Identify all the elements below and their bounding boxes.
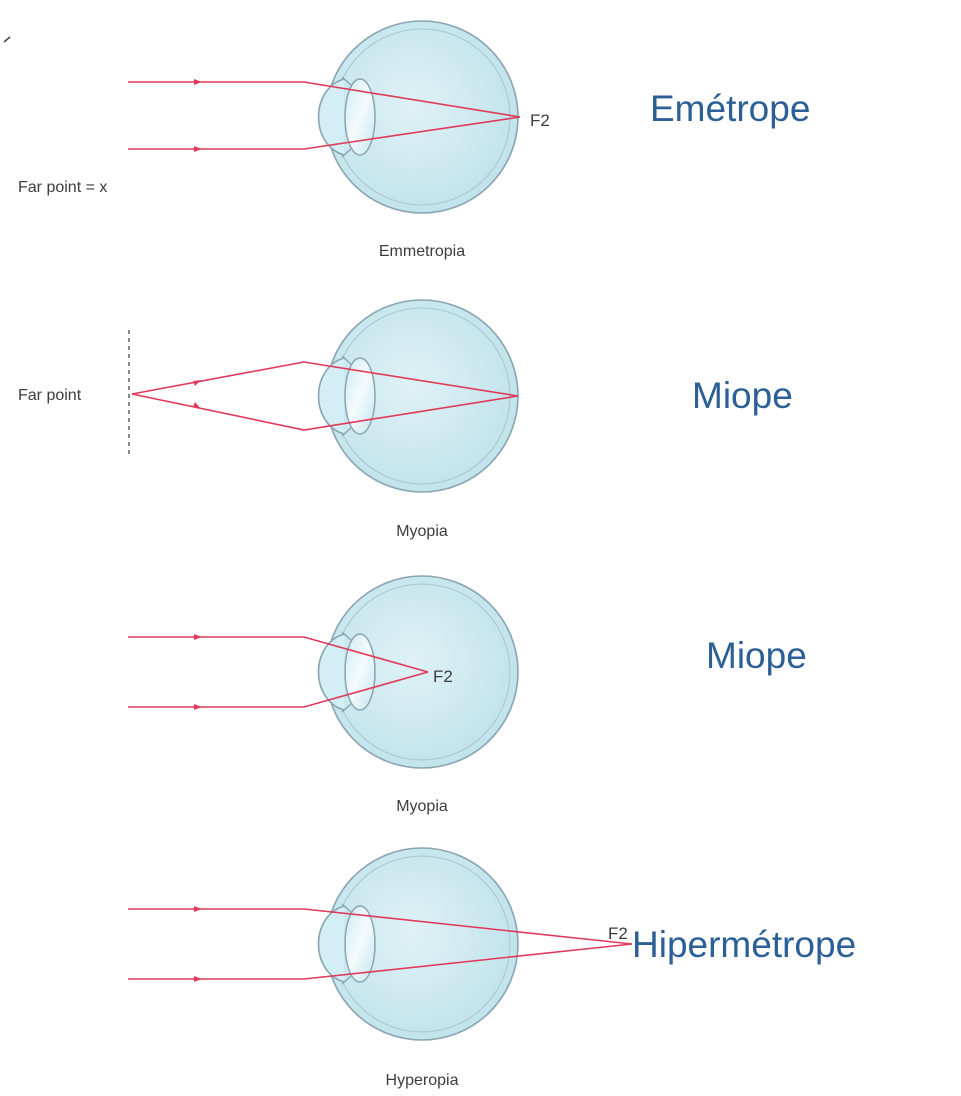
panel-hyperopia: F2 Hyperopia Hipermétrope: [128, 848, 856, 1089]
diagram-caption: Hyperopia: [386, 1072, 459, 1089]
far-point-label: Far point: [18, 387, 82, 404]
eyeball-icon: [319, 300, 519, 492]
focus-label-f2: F2: [433, 667, 453, 686]
diagram-caption: Emmetropia: [379, 243, 465, 260]
eyeball-icon: [319, 576, 519, 768]
diagram-label-miope: Miope: [706, 635, 807, 676]
eyeball-icon: [319, 848, 519, 1040]
panel-emmetropia: F2 Far point = x Emmetropia Emétrope: [18, 21, 810, 260]
panel-myopia-focus: F2 Myopia Miope: [128, 576, 807, 815]
eyeball-icon: [319, 21, 519, 213]
diagram-label-miope: Miope: [692, 375, 793, 416]
diagram-caption: Myopia: [396, 523, 448, 540]
far-point-label: Far point = x: [18, 179, 107, 196]
diagram-caption: Myopia: [396, 798, 448, 815]
focus-label-f2: F2: [530, 111, 550, 130]
diagram-label-hipermetrope: Hipermétrope: [632, 924, 856, 965]
panel-myopia-far-point: Far point Myopia Miope: [18, 300, 793, 540]
corner-mark: [4, 37, 10, 42]
diagram-label-emetrope: Emétrope: [650, 88, 810, 129]
focus-label-f2: F2: [608, 924, 628, 943]
